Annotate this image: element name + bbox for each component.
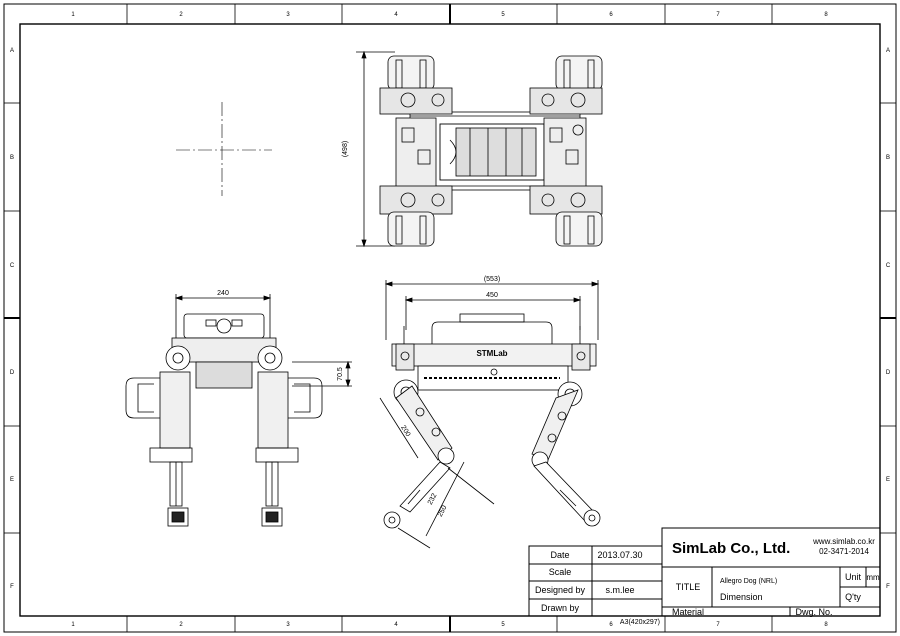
title-line-2: Dimension [720, 592, 763, 602]
side-leg-right [531, 381, 601, 527]
top-leg-front-left [379, 55, 453, 115]
zone-labels: 1 2 3 4 5 6 7 8 1 2 3 4 5 6 7 8 A B C D … [10, 12, 891, 628]
dimension-label-front-width: 240 [217, 290, 229, 297]
zone-bottom-4: 4 [394, 622, 398, 628]
zone-left-e: E [10, 477, 14, 483]
zone-bottom-3: 3 [286, 622, 290, 628]
dimension-label-shank-a: 232 [427, 492, 439, 506]
material-label: Material [672, 607, 704, 617]
dimension-label-shank-b: 250 [437, 504, 449, 518]
date-label: Date [550, 550, 569, 560]
zone-top-6: 6 [609, 12, 613, 18]
company-name: SimLab Co., Ltd. [672, 540, 790, 557]
zone-bottom-8: 8 [824, 622, 828, 628]
title-label: TITLE [676, 582, 701, 592]
title-block [528, 527, 881, 617]
zone-right-c: C [886, 263, 891, 269]
front-view [125, 294, 352, 527]
zone-ticks [4, 4, 896, 632]
zone-top-5: 5 [501, 12, 505, 18]
zone-left-b: B [10, 155, 14, 161]
side-view: STMLab [379, 280, 601, 549]
dimension-front-width [174, 294, 272, 340]
zone-right-d: D [886, 370, 891, 376]
unit-value: mm [866, 573, 880, 582]
front-handle [183, 313, 265, 339]
front-leg-right [255, 371, 323, 527]
date-value: 2013.07.30 [597, 550, 642, 560]
zone-bottom-2: 2 [179, 622, 183, 628]
zone-left-c: C [10, 263, 15, 269]
scale-label: Scale [549, 567, 572, 577]
dimension-label-side-overall: (553) [484, 276, 500, 283]
title-block-text: Date 2013.07.30 Scale Designed by s.m.le… [535, 537, 880, 626]
title-line-1: Allegro Dog (NRL) [720, 578, 777, 585]
zone-left-f: F [10, 584, 14, 590]
centre-mark [176, 102, 272, 196]
zone-top-8: 8 [824, 12, 828, 18]
sheet-size: A3(420x297) [620, 619, 660, 626]
zone-right-a: A [886, 48, 890, 54]
side-handle [431, 321, 553, 344]
side-leg-left [379, 379, 495, 549]
dimension-label-top-depth: (498) [342, 141, 349, 157]
dimension-label-side-body: 450 [486, 292, 498, 299]
zone-bottom-5: 5 [501, 622, 505, 628]
zone-top-4: 4 [394, 12, 398, 18]
zone-bottom-6: 6 [609, 622, 613, 628]
zone-right-b: B [886, 155, 890, 161]
unit-label: Unit [845, 572, 862, 582]
dimension-side-height [292, 360, 352, 388]
drawn-by-label: Drawn by [541, 603, 580, 613]
company-phone: 02-3471-2014 [819, 547, 869, 556]
side-body-label: STMLab [476, 349, 507, 358]
dimension-label-side-height: 70.5 [337, 367, 344, 381]
top-leg-rear-left [379, 185, 453, 247]
centering-marks [4, 4, 896, 632]
top-leg-front-right [529, 55, 603, 115]
designed-by-label: Designed by [535, 585, 586, 595]
zone-left-d: D [10, 370, 15, 376]
qty-label: Q'ty [845, 592, 861, 602]
designed-by-value: s.m.lee [605, 585, 634, 595]
zone-bottom-1: 1 [71, 622, 75, 628]
zone-top-1: 1 [71, 12, 75, 18]
top-leg-rear-right [529, 185, 603, 247]
dwg-no-label: Dwg. No. [795, 607, 832, 617]
top-battery-pack [455, 127, 537, 177]
zone-top-7: 7 [716, 12, 720, 18]
zone-top-3: 3 [286, 12, 290, 18]
dimension-side-overall [384, 280, 600, 340]
top-view [356, 50, 603, 248]
dimension-top-depth [356, 50, 395, 248]
dimension-side-body [404, 296, 582, 330]
zone-right-f: F [886, 584, 890, 590]
company-website: www.simlab.co.kr [812, 537, 875, 546]
zone-bottom-7: 7 [716, 622, 720, 628]
zone-top-2: 2 [179, 12, 183, 18]
zone-left-a: A [10, 48, 14, 54]
front-leg-left [125, 371, 193, 527]
zone-right-e: E [886, 477, 890, 483]
